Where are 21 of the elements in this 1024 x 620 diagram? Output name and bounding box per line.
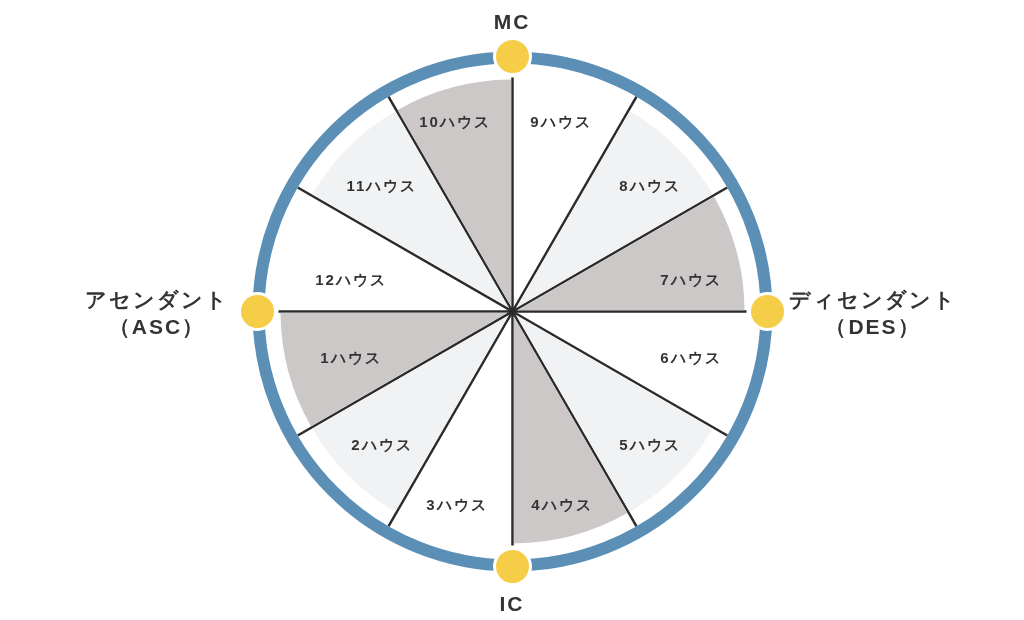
house-label: 9ハウス [530,112,592,130]
house-label: 1ハウス [320,348,382,366]
axis-label: ディセンダント（DES） [788,287,958,340]
axis-label: IC [499,590,525,617]
axis-label: アセンダント（ASC） [84,287,230,340]
house-label: 12ハウス [315,270,387,288]
house-label: 2ハウス [351,435,413,453]
house-label: 4ハウス [531,495,593,513]
house-label: 10ハウス [419,112,491,130]
house-label: 7ハウス [660,270,722,288]
house-sector [397,79,512,307]
house-sector [312,315,509,512]
house-sector [312,111,509,308]
house-label: 3ハウス [426,495,488,513]
axis-label: MC [493,8,531,35]
house-label: 5ハウス [619,435,681,453]
house-sector [517,196,745,311]
house-label: 6ハウス [660,348,722,366]
house-label: 11ハウス [346,176,418,194]
house-sector [280,312,508,427]
house-label: 8ハウス [619,176,681,194]
